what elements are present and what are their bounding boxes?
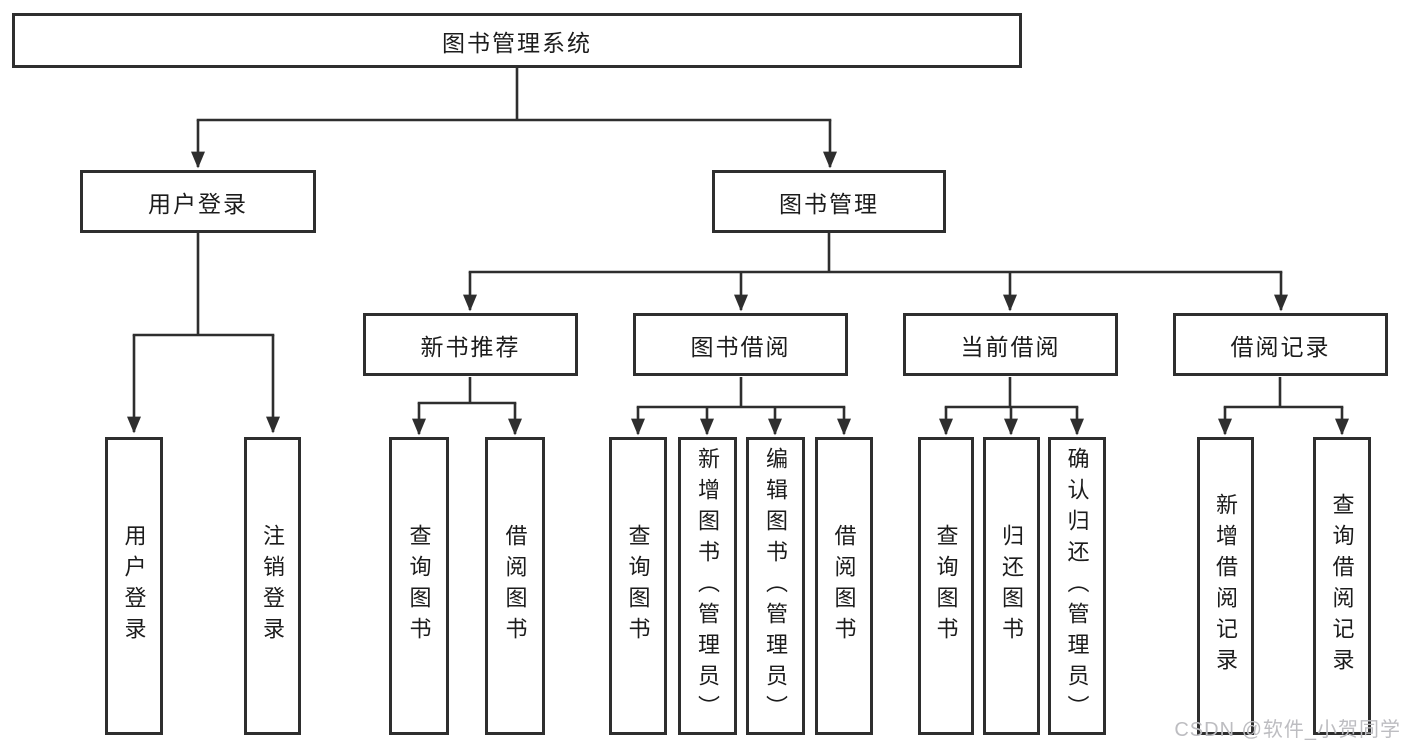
node-label: 当前借阅 — [960, 333, 1061, 360]
leaf-borrow-books: 借阅图书 — [815, 437, 873, 735]
leaf-query-borrow-record: 查询借阅记录 — [1313, 437, 1371, 735]
node-label: 借阅图书 — [831, 524, 857, 648]
node-label: 图书管理 — [779, 190, 879, 217]
node-label: 用户登录 — [148, 190, 248, 217]
node-label: 查询图书 — [625, 524, 651, 648]
node-label: 确认归还（管理员） — [1064, 446, 1090, 726]
leaf-borrow-books-recommend: 借阅图书 — [485, 437, 545, 735]
node-new-book-recommendation: 新书推荐 — [363, 313, 578, 376]
node-label: 新增借阅记录 — [1213, 493, 1239, 679]
node-label: 查询图书 — [933, 524, 959, 648]
watermark: CSDN @软件_小贺同学 — [1174, 719, 1401, 741]
node-label: 注销登录 — [260, 524, 286, 648]
leaf-query-books-recommend: 查询图书 — [389, 437, 449, 735]
node-label: 图书管理系统 — [442, 29, 592, 56]
node-borrowing-records: 借阅记录 — [1173, 313, 1388, 376]
node-current-borrowing: 当前借阅 — [903, 313, 1118, 376]
leaf-user-login: 用户登录 — [105, 437, 163, 735]
node-label: 借阅记录 — [1230, 333, 1331, 360]
node-user-login: 用户登录 — [80, 170, 316, 233]
node-label: 编辑图书（管理员） — [763, 446, 789, 726]
node-label: 新增图书（管理员） — [695, 446, 721, 726]
node-book-management: 图书管理 — [712, 170, 946, 233]
leaf-return-books: 归还图书 — [983, 437, 1040, 735]
leaf-logout: 注销登录 — [244, 437, 301, 735]
node-library-system: 图书管理系统 — [12, 13, 1022, 68]
leaf-edit-book-admin: 编辑图书（管理员） — [746, 437, 805, 735]
leaf-confirm-return-admin: 确认归还（管理员） — [1048, 437, 1106, 735]
node-label: 查询图书 — [406, 524, 432, 648]
leaf-add-borrow-record: 新增借阅记录 — [1197, 437, 1254, 735]
node-label: 图书借阅 — [690, 333, 791, 360]
node-label: 新书推荐 — [420, 333, 521, 360]
node-label: 归还图书 — [999, 524, 1025, 648]
node-book-borrowing: 图书借阅 — [633, 313, 848, 376]
node-label: 用户登录 — [121, 524, 147, 648]
leaf-query-books-borrow: 查询图书 — [609, 437, 667, 735]
leaf-query-books-current: 查询图书 — [918, 437, 974, 735]
node-label: 借阅图书 — [502, 524, 528, 648]
node-label: 查询借阅记录 — [1329, 493, 1355, 679]
leaf-add-book-admin: 新增图书（管理员） — [678, 437, 737, 735]
